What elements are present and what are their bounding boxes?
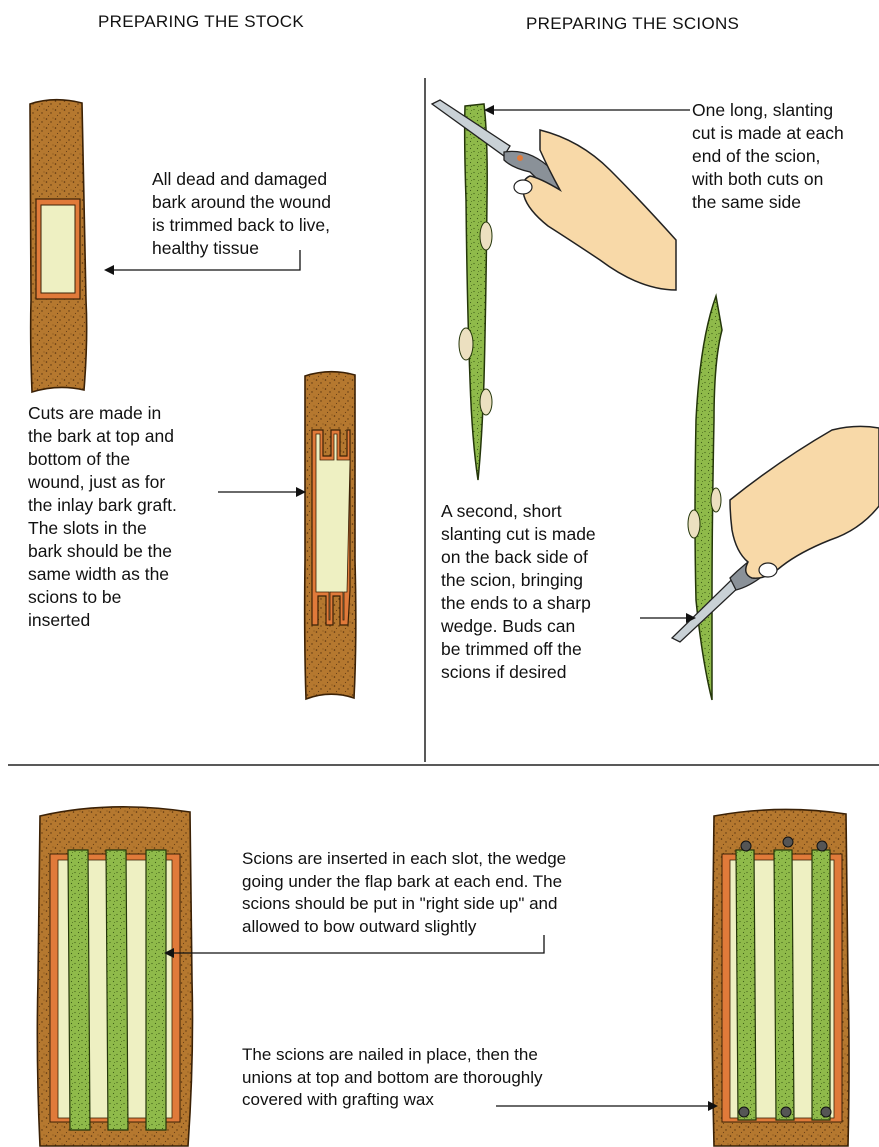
stock-with-slots <box>305 372 356 699</box>
stock-scions-nailed <box>712 809 849 1146</box>
stock-scions-inserted <box>37 807 192 1146</box>
stock-trimmed-wound <box>30 100 87 392</box>
hand-icon <box>730 426 879 578</box>
scion-upper <box>459 104 492 480</box>
scion-lower <box>688 296 722 700</box>
hand-icon <box>514 130 676 290</box>
